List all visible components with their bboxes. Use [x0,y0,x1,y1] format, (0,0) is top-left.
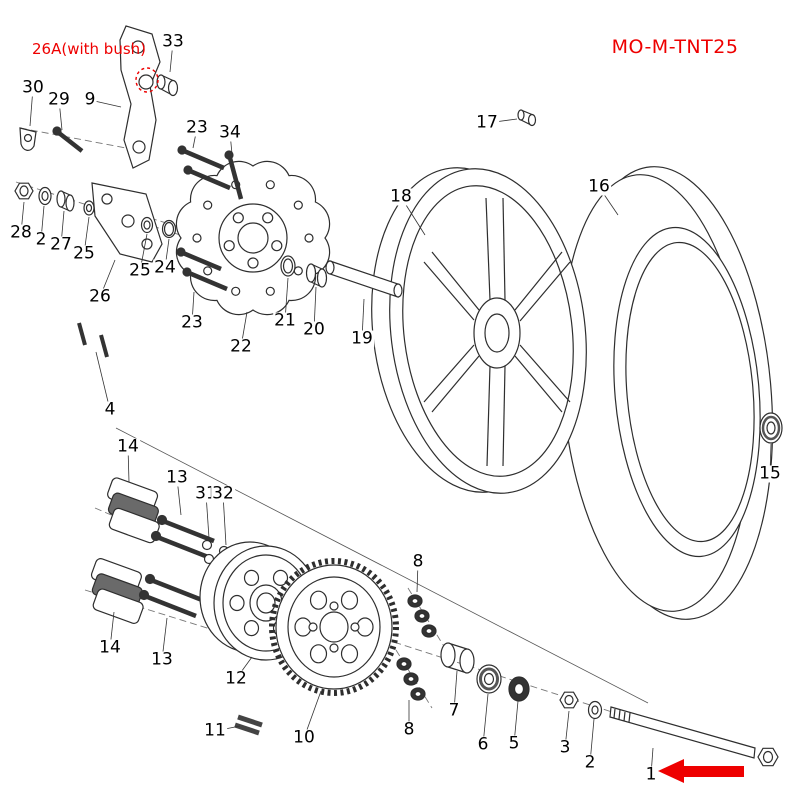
rotor-vent-holes [192,180,314,296]
part-30-bracket [19,127,37,151]
part-15-bearing [759,412,783,444]
part-33-bush [156,74,179,97]
part-29-bolt [52,126,84,153]
wheel-spokes [423,197,571,467]
part-label-5: 5 [507,733,521,754]
part-label-15: 15 [758,463,782,484]
bush-highlight-circle [135,67,159,93]
part-label-34: 34 [218,122,242,143]
part-20-spacer [305,263,328,288]
part-8-nuts-upper [407,594,437,638]
part-label-3: 3 [558,737,572,758]
part-27-spacer [56,190,75,212]
part-7-spacer [440,642,475,674]
part-4-pins [77,322,109,358]
part-2-washer [38,186,52,206]
part-22-brake-disc [175,160,331,316]
part-16-tire [560,166,774,620]
part-label-6: 6 [476,734,490,755]
part-label-18: 18 [389,186,413,207]
part-11-chain-link [234,714,263,736]
part-label-8: 8 [402,719,416,740]
part-label-16: 16 [587,176,611,197]
part-label-24: 24 [153,257,177,278]
part-label-8: 8 [411,551,425,572]
rotor-bolt-holes [223,212,283,269]
part-label-7: 7 [447,700,461,721]
part-label-2: 2 [583,752,597,773]
part-5-seal [508,676,530,702]
part-19-axle-sleeve [325,260,403,298]
part-26-caliper-mount [91,182,163,263]
part-label-20: 20 [302,319,326,340]
part-label-32: 32 [211,483,235,504]
part-label-2: 2 [34,229,48,250]
part-label-4: 4 [103,399,117,420]
part-18-wheel [371,167,587,494]
part-label-17: 17 [475,112,499,133]
part-8-nuts-lower [396,657,426,701]
part-label-29: 29 [47,89,71,110]
part-28-nut [14,182,34,200]
part-3-nut [559,691,579,709]
part-23-bolts-upper [177,145,231,191]
part-24-ring [161,219,177,239]
part-label-25: 25 [128,260,152,281]
part-label-19: 19 [350,328,374,349]
part-label-22: 22 [229,336,253,357]
part-23-bolts-lower [176,247,228,292]
part-label-14: 14 [98,637,122,658]
part-label-23: 23 [180,312,204,333]
part-label-28: 28 [9,222,33,243]
part-label-33: 33 [161,31,185,52]
bush-note: 26A(with bush) [32,40,146,58]
part-label-14: 14 [116,436,140,457]
part-21-washer [280,255,296,277]
part-label-25: 25 [72,243,96,264]
part-1-axle [609,706,779,767]
part-10-sprocket [269,558,399,696]
part-label-13: 13 [165,467,189,488]
axle-arrow [658,759,744,783]
part-14-brake-pads-lower [90,558,144,624]
part-2-washer-b [587,700,603,720]
part-label-13: 13 [150,649,174,670]
diagram-code: MO-M-TNT25 [611,36,739,58]
part-6-bearing [476,664,502,694]
swingarm-line [115,427,649,704]
part-label-9: 9 [83,89,97,110]
part-label-23: 23 [185,117,209,138]
part-label-26: 26 [88,286,112,307]
part-label-27: 27 [49,234,73,255]
part-label-1: 1 [644,764,658,785]
part-17-valve [517,109,537,127]
part-label-21: 21 [273,310,297,331]
part-label-12: 12 [224,668,248,689]
part-label-10: 10 [292,727,316,748]
part-13-bolts [138,514,215,619]
part-25-washer [83,200,95,216]
part-label-11: 11 [203,720,227,741]
part-9-bracket [119,25,161,169]
part-label-30: 30 [21,77,45,98]
part-25-washer-b [140,216,154,234]
part-34-bolt [224,150,244,200]
